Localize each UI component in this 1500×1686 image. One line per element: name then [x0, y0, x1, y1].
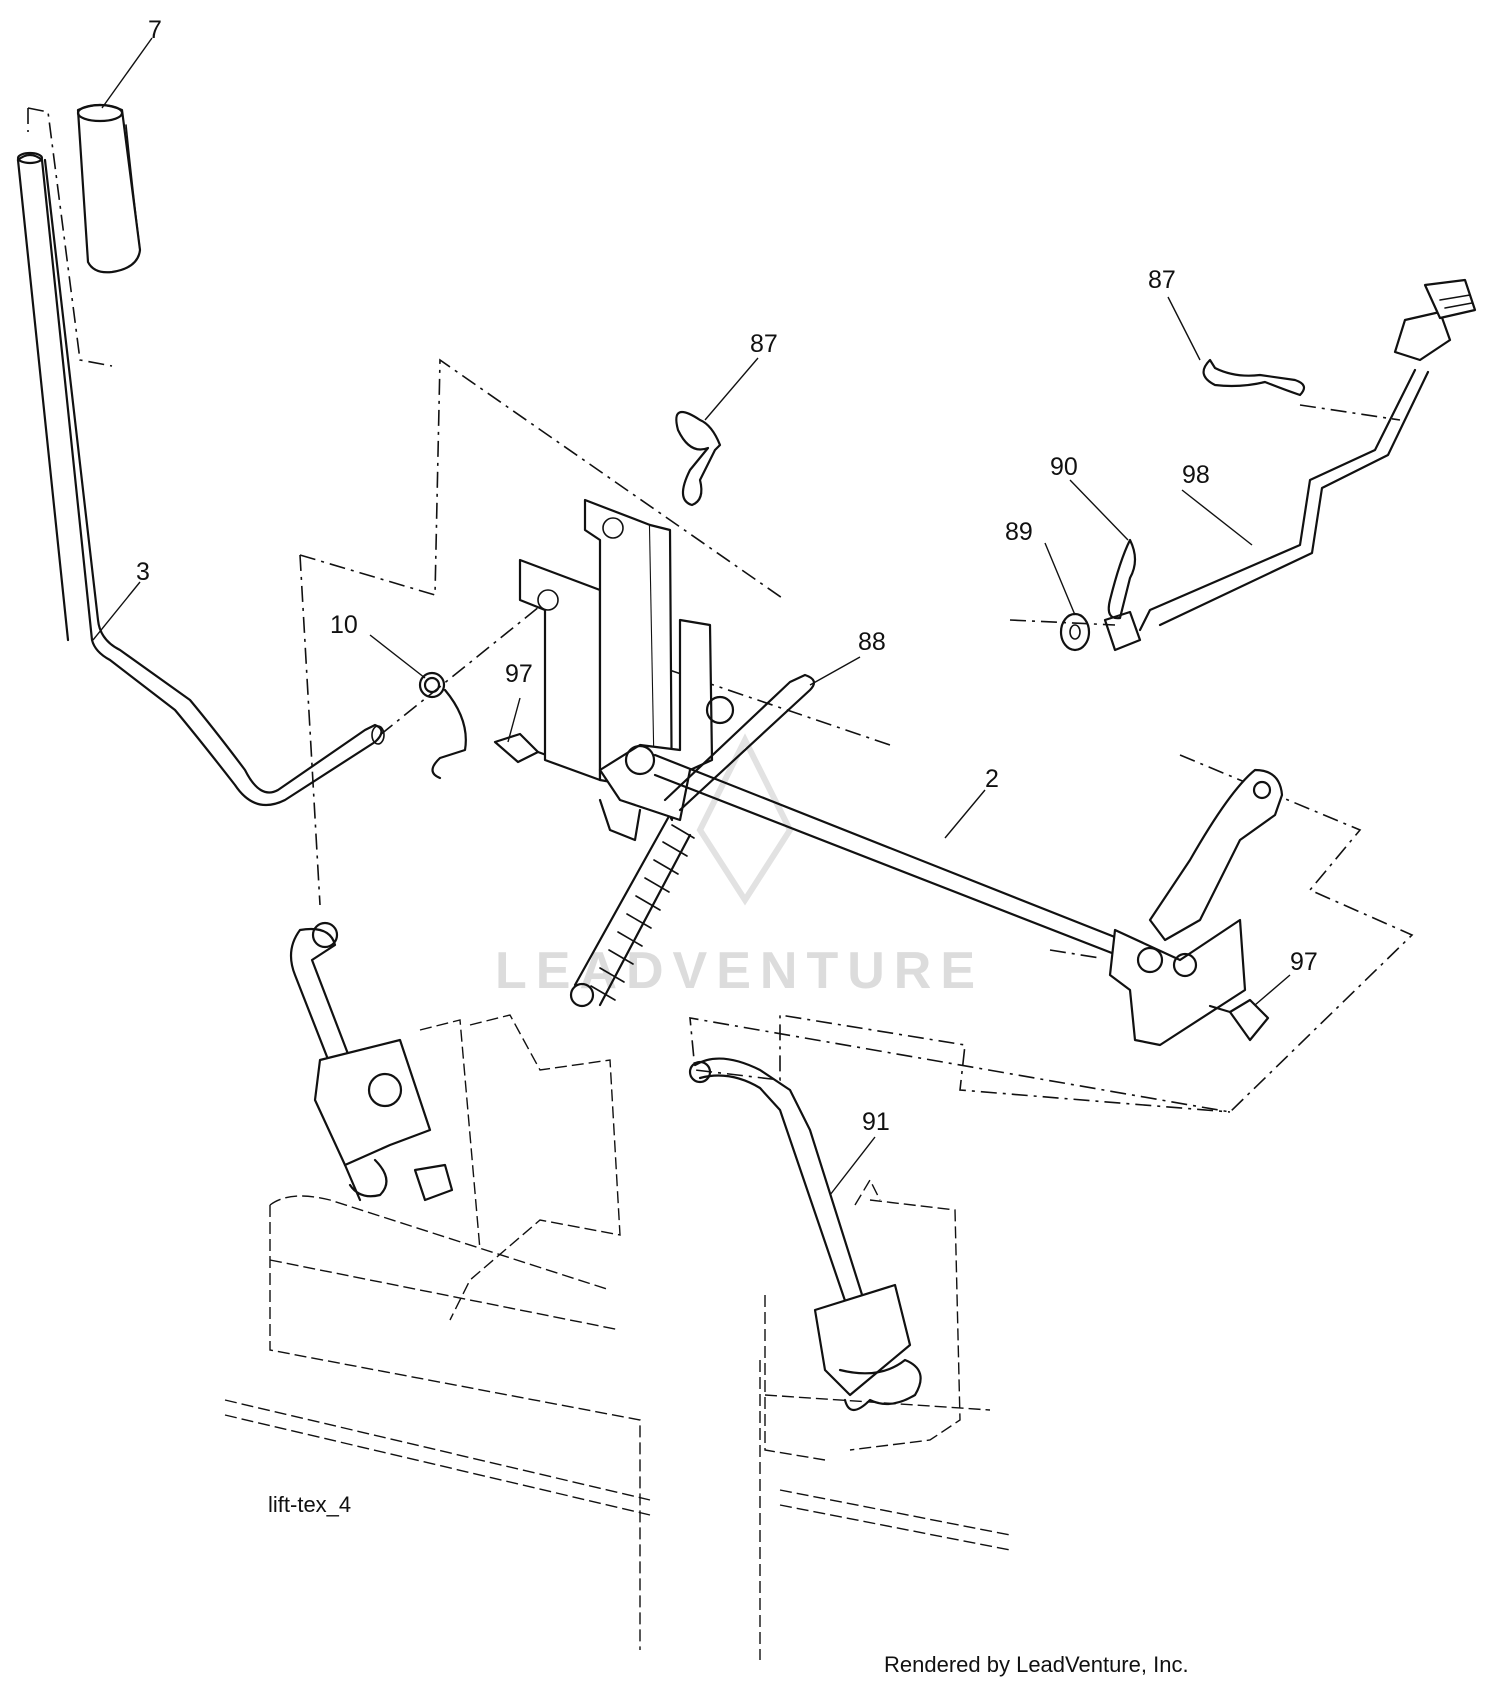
part-lift-shaft: [653, 753, 1137, 964]
callout-3: 3: [136, 558, 150, 586]
callout-97-right: 97: [1290, 948, 1318, 976]
callout-98: 98: [1182, 461, 1210, 489]
callout-89: 89: [1005, 518, 1033, 546]
assembly-lines: [299, 358, 1414, 1113]
part-bolt-right: [1208, 998, 1270, 1042]
callout-97-left: 97: [505, 660, 533, 688]
watermark: LEADVENTURE: [495, 733, 984, 1000]
part-bracket: [518, 498, 735, 842]
part-washer-pin: [1059, 538, 1142, 652]
callout-90: 90: [1050, 453, 1078, 481]
callout-labels: 7 3 10 97 87 88 2 87 90 89 98 97 91: [136, 16, 1318, 1136]
callout-87-right: 87: [1148, 266, 1176, 294]
part-spring-rod: [663, 673, 816, 812]
part-torsion-spring: [418, 671, 467, 780]
callout-7: 7: [148, 16, 162, 44]
callout-10: 10: [330, 611, 358, 639]
callout-leaders: [92, 37, 1291, 1196]
part-lift-lever: [16, 151, 385, 807]
part-lift-arm-right: [1108, 768, 1284, 1047]
part-grip: [27, 103, 142, 367]
part-lower-link-left: [289, 921, 454, 1202]
part-hairpin-upper: [675, 410, 722, 507]
callout-2: 2: [985, 765, 999, 793]
part-extension-spring: [569, 816, 695, 1008]
callout-87-upper: 87: [750, 330, 778, 358]
callout-91: 91: [862, 1108, 890, 1136]
part-lower-link-right: [813, 1283, 922, 1412]
part-adjust-rod: [1138, 278, 1477, 632]
callout-88: 88: [858, 628, 886, 656]
part-lower-rod: [688, 1057, 872, 1332]
part-hairpin-right: [1202, 358, 1306, 397]
frame-ghost: [224, 1014, 1011, 1660]
drawing-tag: lift-tex_4: [268, 1492, 352, 1517]
watermark-text: LEADVENTURE: [495, 942, 984, 1000]
render-credit: Rendered by LeadVenture, Inc.: [884, 1652, 1189, 1677]
